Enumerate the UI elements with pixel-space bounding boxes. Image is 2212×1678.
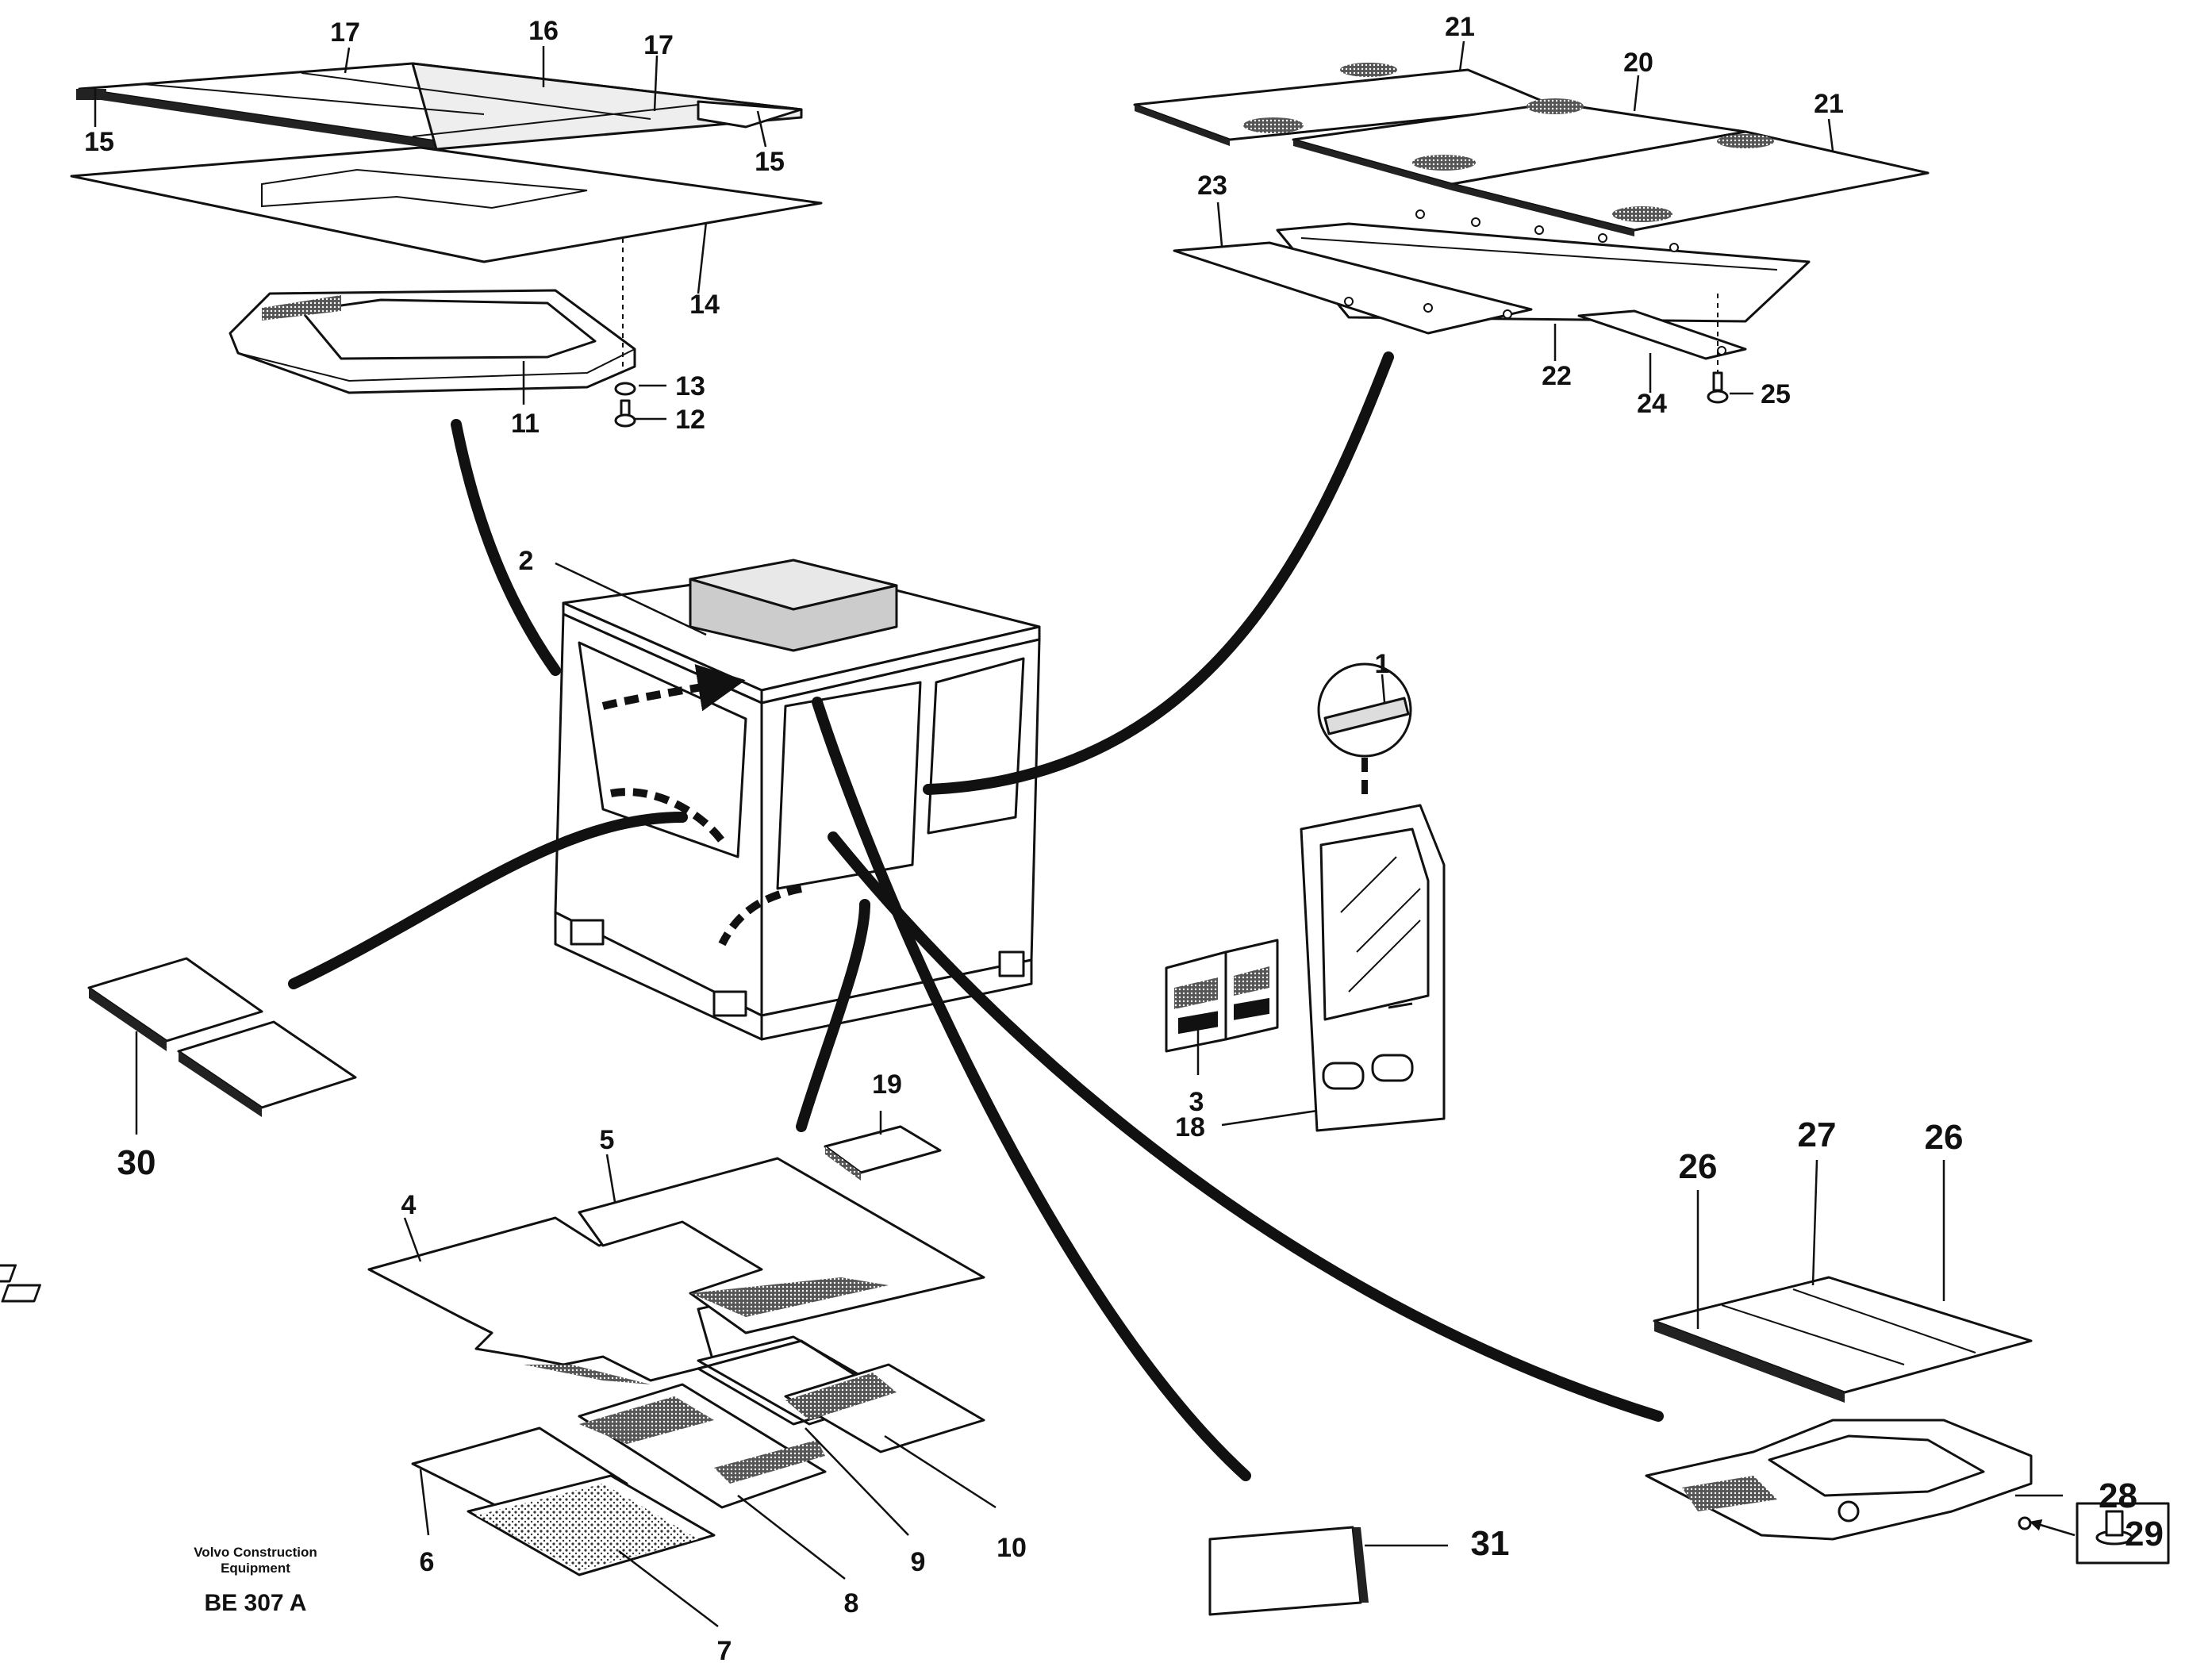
assembly-connector-lines (288, 351, 1664, 1481)
callout-7: 7 (717, 1636, 732, 1666)
door-window (1319, 827, 1430, 1021)
roof-edge-15-left (76, 89, 106, 100)
cab-side-window (578, 641, 747, 858)
cab-body (554, 559, 1041, 1041)
door-18 (1300, 804, 1446, 1132)
callout-5: 5 (600, 1125, 615, 1155)
callout-4: 4 (401, 1190, 417, 1220)
callout-30: 30 (117, 1143, 156, 1182)
panels-26-27 (1653, 1276, 2033, 1403)
hatch-frame-11 (228, 289, 636, 394)
pads-30 (87, 957, 357, 1117)
callout-23: 23 (1197, 171, 1227, 201)
drawing-id: BE 307 A (205, 1590, 307, 1616)
screw-12 (614, 399, 636, 428)
floor-mats (0, 1157, 985, 1576)
callout-25: 25 (1761, 379, 1791, 409)
headliner-21-right (1450, 130, 1930, 232)
callout-21-left: 21 (1445, 12, 1475, 42)
callout-2: 2 (519, 546, 534, 576)
callout-14: 14 (689, 290, 720, 320)
leader-lines (94, 40, 2063, 1627)
roof-gasket-14 (70, 146, 823, 263)
roof-edge-15-right (697, 100, 803, 129)
callout-12: 12 (675, 405, 705, 435)
screw-29-inset (2018, 1502, 2170, 1565)
box-31 (1208, 1526, 1369, 1616)
callout-24: 24 (1637, 389, 1667, 419)
callout-17-right: 17 (643, 30, 674, 60)
callout-15-left: 15 (84, 127, 114, 157)
housing-28 (1645, 1419, 2033, 1541)
plate-19 (824, 1125, 942, 1181)
callout-26-right: 26 (1925, 1118, 1964, 1157)
callout-16: 16 (528, 16, 559, 46)
headliner-group (1133, 63, 1930, 404)
callout-8: 8 (844, 1588, 859, 1618)
trim-strip-23 (1173, 241, 1533, 335)
callout-10: 10 (997, 1533, 1027, 1563)
callout-19: 19 (872, 1069, 902, 1100)
callout-31: 31 (1471, 1524, 1510, 1563)
callout-15-right: 15 (755, 147, 785, 177)
callout-20: 20 (1623, 48, 1653, 78)
washer-13 (614, 382, 636, 396)
drawing-footer: Volvo Construction Equipment BE 307 A (194, 1545, 317, 1616)
callout-21-right: 21 (1814, 89, 1844, 119)
company-line-1: Volvo Construction (194, 1545, 317, 1560)
callout-13: 13 (675, 371, 705, 401)
callout-26-left: 26 (1679, 1147, 1718, 1186)
callout-18: 18 (1175, 1112, 1205, 1142)
seal-detail-1 (1317, 662, 1412, 801)
strip-24 (1577, 309, 1747, 360)
callout-6: 6 (420, 1547, 435, 1577)
callout-labels: 1 2 3 4 5 6 7 8 9 10 11 12 13 14 15 15 1… (84, 12, 2164, 1666)
callout-22: 22 (1542, 361, 1572, 391)
company-line-2: Equipment (221, 1561, 290, 1576)
callout-29: 29 (2125, 1515, 2164, 1553)
callout-3: 3 (1189, 1087, 1204, 1117)
callout-28: 28 (2099, 1476, 2137, 1515)
callout-1: 1 (1375, 649, 1390, 679)
decals-3 (1165, 939, 1279, 1053)
callout-17-left: 17 (330, 17, 360, 48)
callout-27: 27 (1798, 1115, 1837, 1154)
callout-11: 11 (511, 409, 540, 439)
roof-panels-group (70, 62, 823, 428)
screw-25 (1707, 371, 1729, 404)
callout-9: 9 (911, 1547, 926, 1577)
